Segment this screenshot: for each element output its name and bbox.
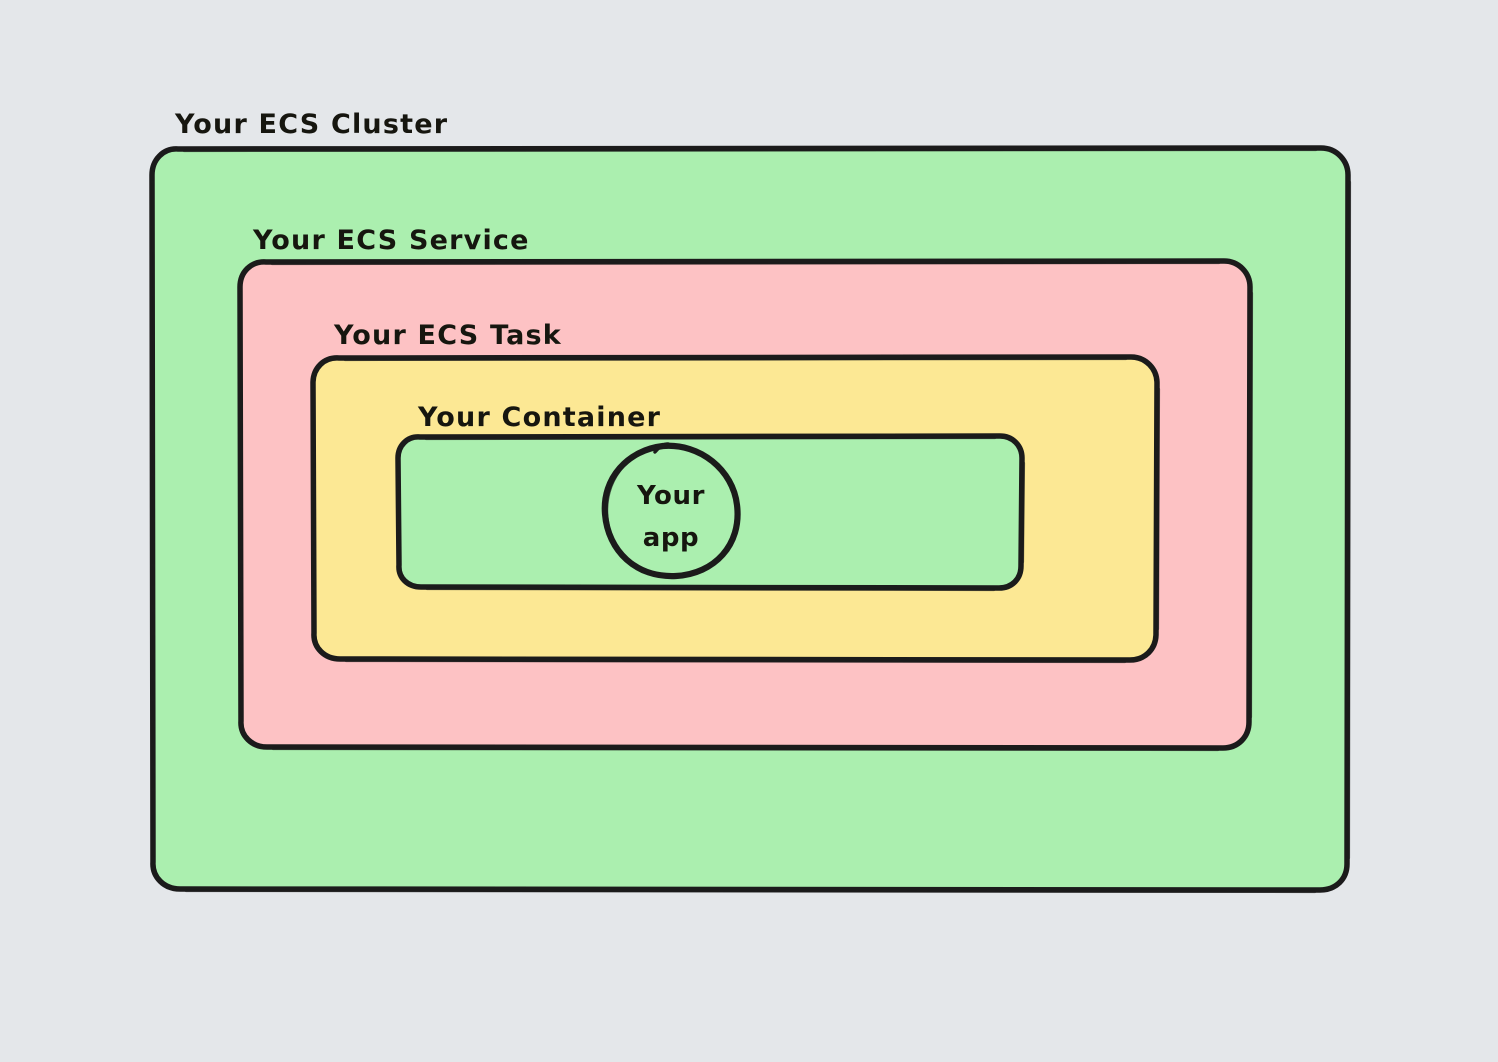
app-circle-sketch-overtrace [605, 445, 676, 577]
service-box-sketch-overlay [239, 261, 1254, 752]
cluster-box-sketch-overlay [151, 148, 1352, 894]
task-label: Your ECS Task [333, 320, 562, 351]
cluster-label: Your ECS Cluster [174, 109, 448, 140]
task-box-sketch-overlay [312, 357, 1161, 664]
container-box-sketch-overlay [397, 436, 1026, 592]
app-label-line-2: app [643, 523, 700, 553]
app-circle-pen-start-tick [653, 442, 670, 454]
layer-container[interactable]: Your Container [395, 402, 1026, 592]
service-label: Your ECS Service [252, 225, 530, 256]
node-app[interactable]: Your app [601, 442, 741, 580]
app-circle-shape [601, 442, 741, 580]
container-box-shape [395, 433, 1025, 591]
container-label: Your Container [417, 402, 661, 433]
app-label-line-1: Your [636, 481, 705, 511]
